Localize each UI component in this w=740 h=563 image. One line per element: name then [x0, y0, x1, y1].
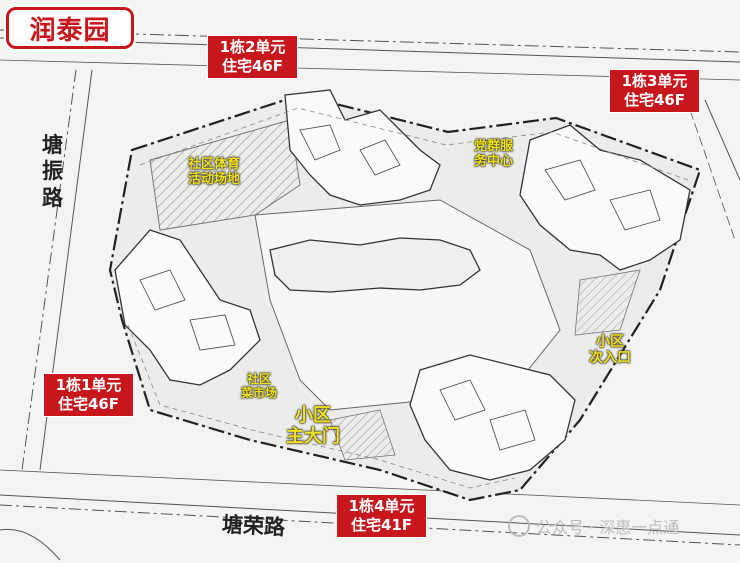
building-details [139, 124, 661, 451]
unit-4-name: 1栋4单元 [348, 497, 415, 515]
unit-1-floors: 住宅46F [57, 395, 120, 413]
sports-line2: 活动场地 [188, 171, 241, 187]
party-line2: 务中心 [474, 153, 514, 169]
building-unit-3 [519, 124, 691, 271]
sports-field-area [149, 119, 301, 231]
unit-4-floors: 住宅41F [350, 516, 413, 534]
market-line1: 社区 [247, 372, 272, 386]
label-side-entrance: 小区 次入口 [589, 334, 631, 366]
green-area-east [574, 269, 641, 336]
side-line2: 次入口 [589, 350, 631, 367]
building-label-unit-4: 1栋4单元 住宅41F [336, 494, 427, 538]
building-label-unit-1: 1栋1单元 住宅46F [43, 373, 134, 417]
watermark: 公众号 · 深惠一点通 [508, 514, 679, 538]
main-gate-line2: 主大门 [286, 425, 340, 447]
building-label-unit-2: 1栋2单元 住宅46F [207, 35, 298, 79]
road-west-char-2: 振 [42, 159, 63, 184]
unit-2-name: 1栋2单元 [219, 38, 286, 56]
party-line1: 党群服 [474, 139, 514, 154]
lower-left-curb [0, 528, 61, 561]
market-line2: 菜市场 [241, 385, 278, 400]
road-label-south: 塘荣路 [221, 512, 286, 540]
unit-3-name: 1栋3单元 [621, 72, 688, 90]
building-unit-2 [284, 89, 441, 206]
road-label-west: 塘 振 路 [42, 132, 63, 211]
label-sports-field: 社区体育 活动场地 [188, 157, 241, 188]
label-market: 社区 菜市场 [241, 372, 278, 401]
label-party-center: 党群服 务中心 [474, 139, 514, 170]
road-west-char-3: 路 [42, 185, 63, 210]
project-logo: 润泰园 [6, 7, 134, 49]
unit-2-floors: 住宅46F [221, 57, 284, 75]
main-gate-line1: 小区 [295, 405, 331, 426]
watermark-text: 公众号 · 深惠一点通 [536, 518, 680, 537]
building-label-unit-3: 1栋3单元 住宅46F [609, 69, 700, 113]
building-center [269, 237, 481, 293]
road-west-char-1: 塘 [42, 133, 63, 157]
green-area-gate [329, 409, 396, 461]
unit-1-name: 1栋1单元 [55, 376, 122, 394]
sports-line1: 社区体育 [188, 157, 241, 172]
side-line1: 小区 [596, 334, 624, 350]
wechat-icon [508, 515, 530, 537]
unit-3-floors: 住宅46F [623, 91, 686, 109]
setback-lines [127, 107, 689, 489]
label-main-gate: 小区 主大门 [286, 405, 340, 447]
